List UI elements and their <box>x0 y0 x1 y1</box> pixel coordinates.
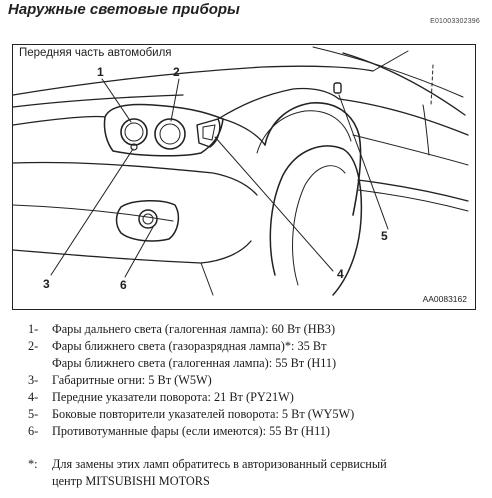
list-item: 3-Габаритные огни: 5 Вт (W5W) <box>28 373 212 387</box>
callout-4: 4 <box>337 267 344 281</box>
callout-5: 5 <box>381 229 388 243</box>
figure-caption: Передняя часть автомобиля <box>19 47 174 59</box>
list-item: Фары ближнего света (галогенная лампа): … <box>52 356 337 370</box>
footnote-line-1: Для замены этих ламп обратитесь в автори… <box>52 457 387 471</box>
figure-code: AA0083162 <box>422 294 467 304</box>
car-front-illustration: Передняя часть автомобиля 1 2 3 4 5 6 AA… <box>12 44 476 310</box>
list-item: 4-Передние указатели поворота: 21 Вт (PY… <box>28 390 294 404</box>
callout-3: 3 <box>43 277 50 291</box>
list-item: 1-Фары дальнего света (галогенная лампа)… <box>28 322 336 336</box>
footnote: *: Для замены этих ламп обратитесь в авто… <box>28 456 478 490</box>
list-item: 6-Противотуманные фары (если имеются): 5… <box>28 424 331 438</box>
car-drawing <box>13 46 469 296</box>
callout-2: 2 <box>173 65 180 79</box>
callout-1: 1 <box>97 65 104 79</box>
callout-6: 6 <box>120 278 127 292</box>
list-item: 5-Боковые повторители указателей поворот… <box>28 407 355 421</box>
document-code: E01003302396 <box>430 18 480 25</box>
section-title: Наружные световые приборы <box>8 1 240 18</box>
lamp-list: 1-Фары дальнего света (галогенная лампа)… <box>28 321 478 440</box>
list-item: 2-Фары ближнего света (газоразрядная лам… <box>28 339 327 353</box>
footnote-mark: *: <box>28 457 38 471</box>
footnote-line-2: центр MITSUBISHI MOTORS <box>52 474 210 488</box>
